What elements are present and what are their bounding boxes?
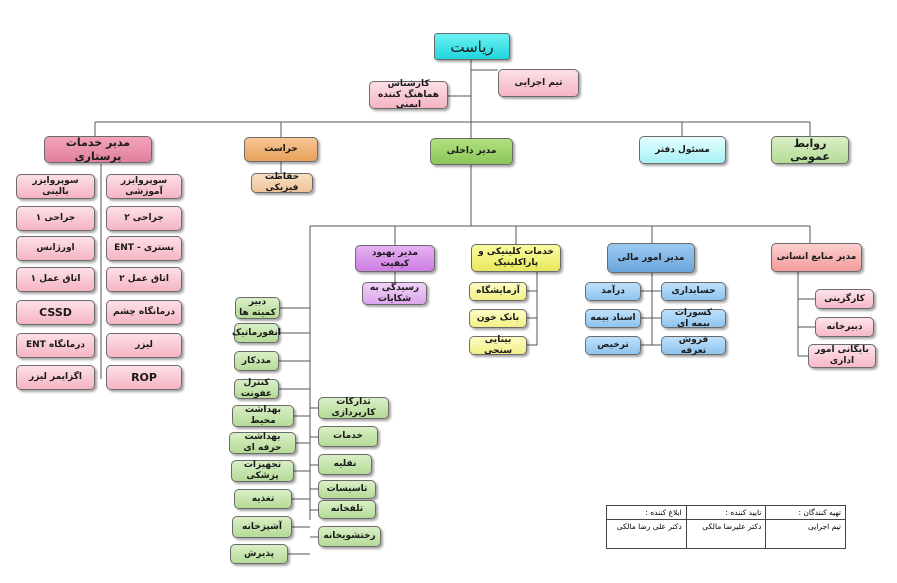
hr-item: دبیرخانه: [815, 317, 874, 337]
nursing-item: لیزر: [106, 333, 182, 358]
prepared-value: تیم اجرایی: [765, 519, 846, 549]
finance-item-right: کسورات بیمه ای: [661, 308, 726, 329]
quality-item: تجهیزات پزشکی: [231, 460, 294, 482]
root-node: ریاست: [434, 33, 510, 60]
nursing-item: سوپروایزر بالینی: [16, 174, 95, 199]
hr-manager-node: مدیر منابع انسانی: [771, 243, 862, 272]
physical-protection-node: حفاظت فیزیکی: [251, 172, 313, 193]
quality-item: مددکار: [234, 351, 279, 371]
quality-item: کنترل عفونت: [234, 378, 279, 399]
office-manager-node: مسئول دفتر: [639, 136, 726, 164]
nursing-item: اتاق عمل ۲: [106, 267, 182, 292]
nursing-item: اورژانس: [16, 236, 95, 261]
support-item: رختشویخانه: [318, 526, 381, 547]
nursing-item: سوپروایزر آموزشی: [106, 174, 182, 199]
finance-item-left: اسناد بیمه: [585, 309, 641, 328]
finance-item-left: درآمد: [585, 282, 641, 301]
nursing-item: ROP: [106, 365, 182, 390]
hr-item: بایگانی امور اداری: [808, 344, 876, 368]
nursing-item: جراحی ۲: [106, 206, 182, 231]
announced-label: ابلاغ کننده :: [606, 505, 687, 520]
clinical-item: آزمایشگاه: [469, 282, 527, 301]
approval-table: تهیه کنندگان : تایید کننده : ابلاغ کننده…: [606, 505, 846, 549]
quality-item: تغذیه: [234, 489, 292, 509]
finance-manager-node: مدیر امور مالی: [607, 243, 695, 273]
nursing-item: بستری - ENT: [106, 236, 182, 261]
nursing-item: اگزایمر لیزر: [16, 365, 95, 390]
support-item: خدمات: [318, 426, 378, 447]
internal-manager-node: مدیر داخلی: [430, 138, 513, 165]
nursing-item: اتاق عمل ۱: [16, 267, 95, 292]
finance-item-right: حسابداری: [661, 282, 726, 301]
prepared-label: تهیه کنندگان :: [765, 505, 846, 520]
hr-item: کارگزینی: [815, 289, 874, 309]
quality-item: پذیرش: [230, 544, 288, 564]
nursing-item: جراحی ۱: [16, 206, 95, 231]
clinical-item: بانک خون: [469, 309, 527, 328]
support-item: تاسیسات: [318, 480, 376, 499]
announced-value: دکتر علی رضا مالکی: [606, 519, 687, 549]
quality-item: بهداشت محیط: [232, 405, 294, 427]
support-item: تلفخانه: [318, 500, 376, 519]
quality-item: انفورماتیک: [232, 323, 281, 343]
support-item: نقلیه: [318, 454, 372, 475]
quality-item: آشپزخانه: [232, 516, 292, 538]
approved-label: تایید کننده :: [685, 505, 767, 520]
quality-item: بهداشت حرفه ای: [229, 432, 296, 454]
quality-item: دبیر کمیته ها: [235, 297, 280, 319]
public-relations-node: روابط عمومی: [771, 136, 849, 164]
approved-value: دکتر علیرضا مالکی: [685, 519, 767, 549]
finance-item-left: ترخیص: [585, 336, 641, 355]
clinical-services-node: خدمات کلینیکی و پاراکلینیک: [471, 244, 561, 272]
nursing-manager-node: مدیر خدمات پرستاری: [44, 136, 152, 163]
nursing-item: درمانگاه چشم: [106, 300, 182, 325]
complaints-node: رسیدگی به شکایات: [362, 282, 427, 305]
quality-manager-node: مدیر بهبود کیفیت: [355, 245, 435, 272]
support-item: تدارکات کارپردازی: [318, 397, 389, 419]
safety-coordinator-node: کارشناس هماهنگ کننده ایمنی: [369, 79, 448, 110]
nursing-item: درمانگاه ENT: [16, 333, 95, 358]
exec-team-node: تیم اجرایی: [498, 69, 579, 97]
finance-item-right: فروش تعرفه: [661, 335, 726, 356]
clinical-item: بینایی سنجی: [469, 335, 527, 356]
nursing-item: CSSD: [16, 300, 95, 325]
security-node: حراست: [244, 137, 318, 162]
